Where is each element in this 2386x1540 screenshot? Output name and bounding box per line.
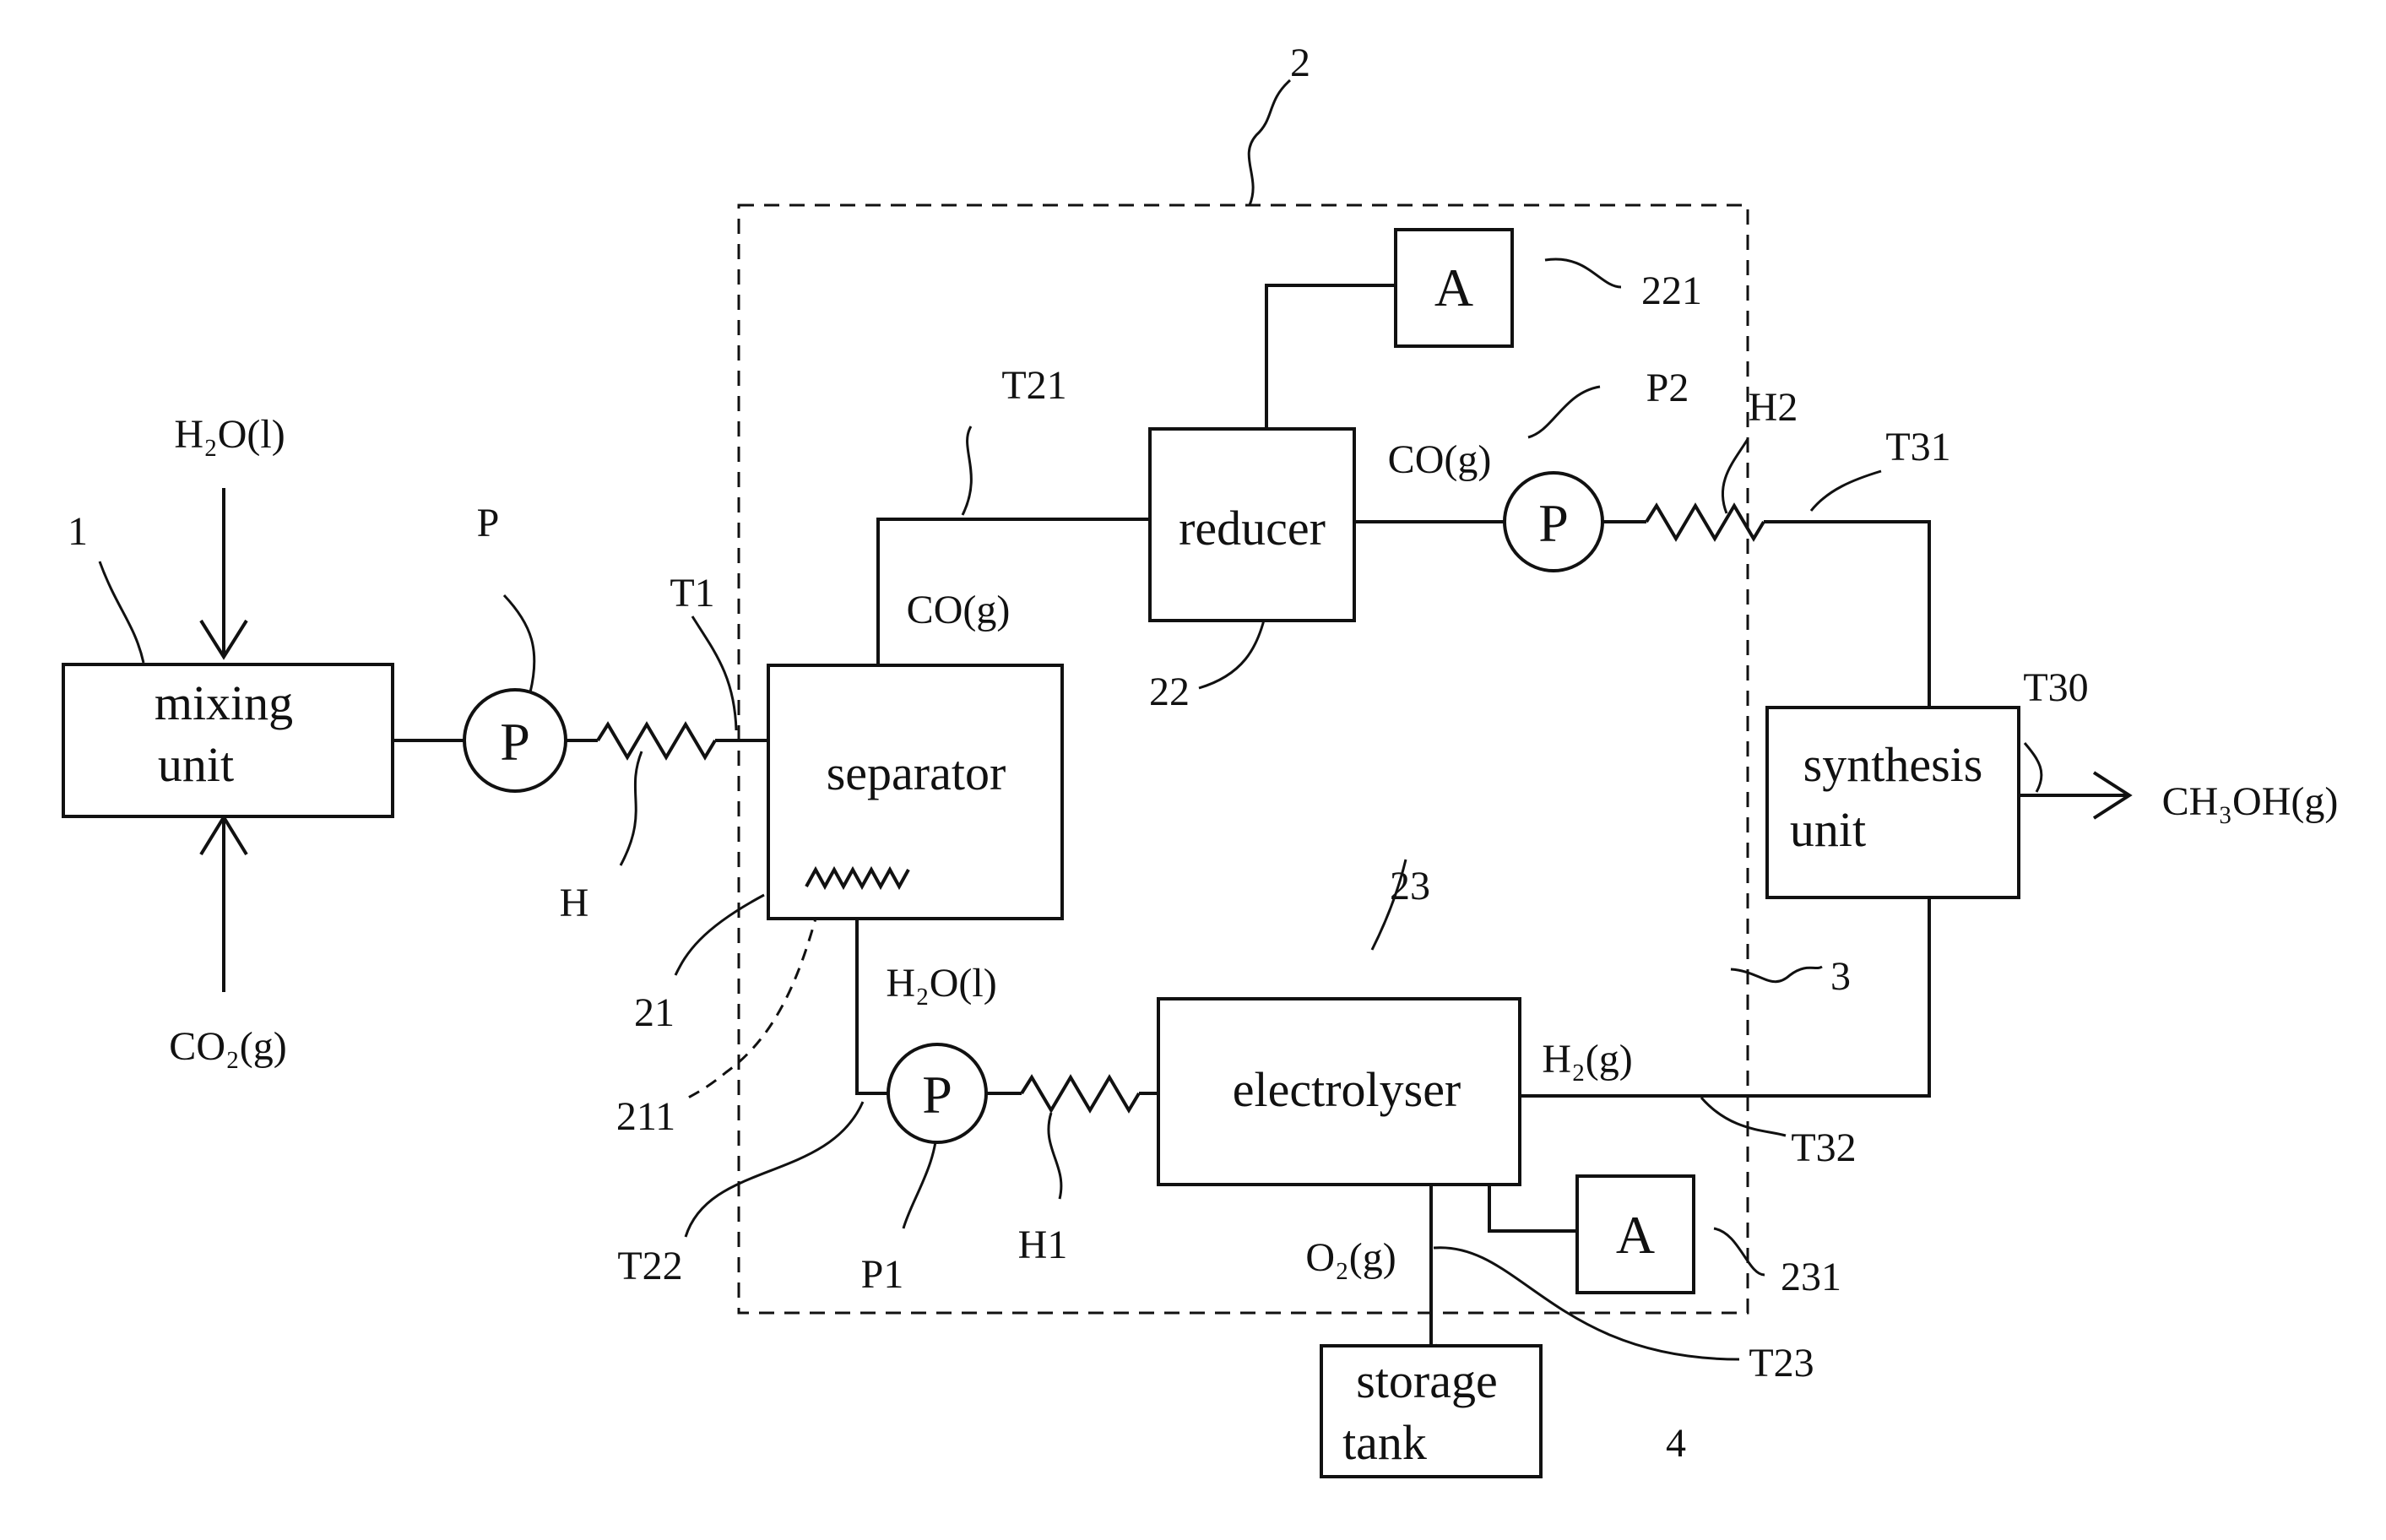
stream-water-in: H₂O(l) xyxy=(174,412,285,457)
stream-oxygen: O₂(g) xyxy=(1305,1235,1396,1280)
ref-3: 3 xyxy=(1830,954,1851,999)
pump-co: P xyxy=(1505,473,1602,571)
pump-co-label: P xyxy=(1538,493,1569,553)
ref-T23: T23 xyxy=(1749,1341,1814,1385)
ref-221: 221 xyxy=(1641,268,1702,313)
pump-main-label: P xyxy=(500,712,530,772)
ref-H: H xyxy=(560,881,589,925)
stream-water-recycle: H₂O(l) xyxy=(886,961,996,1006)
mixing-unit-label-line1: mixing xyxy=(155,675,293,730)
electrolyser-aux-box: A xyxy=(1577,1176,1694,1293)
ref-21: 21 xyxy=(634,990,675,1035)
mixing-unit-box: mixing unit xyxy=(63,664,393,816)
ref-H1: H1 xyxy=(1018,1223,1068,1267)
ref-T21: T21 xyxy=(1001,363,1066,408)
stream-co-to-reducer: CO(g) xyxy=(907,588,1011,632)
ref-211: 211 xyxy=(616,1094,675,1139)
ref-H2: H2 xyxy=(1749,385,1798,430)
ref-23: 23 xyxy=(1390,864,1430,908)
stream-co-out: CO(g) xyxy=(1388,437,1492,482)
separator-box: separator xyxy=(768,665,1062,919)
ref-T30: T30 xyxy=(2023,665,2088,710)
mixing-unit-label-line2: unit xyxy=(158,737,234,792)
stream-hydrogen: H₂(g) xyxy=(1542,1037,1632,1082)
ref-22: 22 xyxy=(1149,670,1190,714)
separator-label: separator xyxy=(827,746,1006,800)
stream-methanol-out: CH₃OH(g) xyxy=(2162,779,2339,824)
synthesis-unit-label-line2: unit xyxy=(1790,802,1866,857)
ref-T31: T31 xyxy=(1885,425,1950,469)
storage-tank-label-line2: tank xyxy=(1342,1415,1427,1470)
ref-P2: P2 xyxy=(1646,366,1689,410)
reducer-aux-box: A xyxy=(1396,230,1512,346)
synthesis-unit-box: synthesis unit xyxy=(1767,708,2019,897)
ref-T1: T1 xyxy=(670,571,714,615)
pump-main: P xyxy=(464,690,566,791)
electrolyser-aux-label: A xyxy=(1616,1205,1655,1265)
stream-co2-in: CO₂(g) xyxy=(169,1024,286,1069)
storage-tank-box: storage tank xyxy=(1321,1346,1541,1477)
reducer-aux-label: A xyxy=(1434,258,1473,317)
pump-water: P xyxy=(888,1044,986,1142)
electrolyser-box: electrolyser xyxy=(1158,999,1520,1185)
ref-4: 4 xyxy=(1666,1421,1686,1466)
synthesis-unit-label-line1: synthesis xyxy=(1803,737,1983,792)
ref-2: 2 xyxy=(1290,41,1310,85)
reducer-box: reducer xyxy=(1150,429,1354,621)
ref-P: P xyxy=(477,501,500,545)
storage-tank-label-line1: storage xyxy=(1356,1353,1498,1408)
pump-water-label: P xyxy=(922,1065,952,1125)
ref-T22: T22 xyxy=(617,1244,682,1288)
ref-1: 1 xyxy=(68,509,88,554)
ref-T32: T32 xyxy=(1791,1125,1856,1170)
electrolyser-label: electrolyser xyxy=(1233,1062,1461,1117)
ref-231: 231 xyxy=(1781,1255,1841,1299)
ref-P1: P1 xyxy=(861,1252,904,1297)
reducer-label: reducer xyxy=(1179,501,1326,556)
